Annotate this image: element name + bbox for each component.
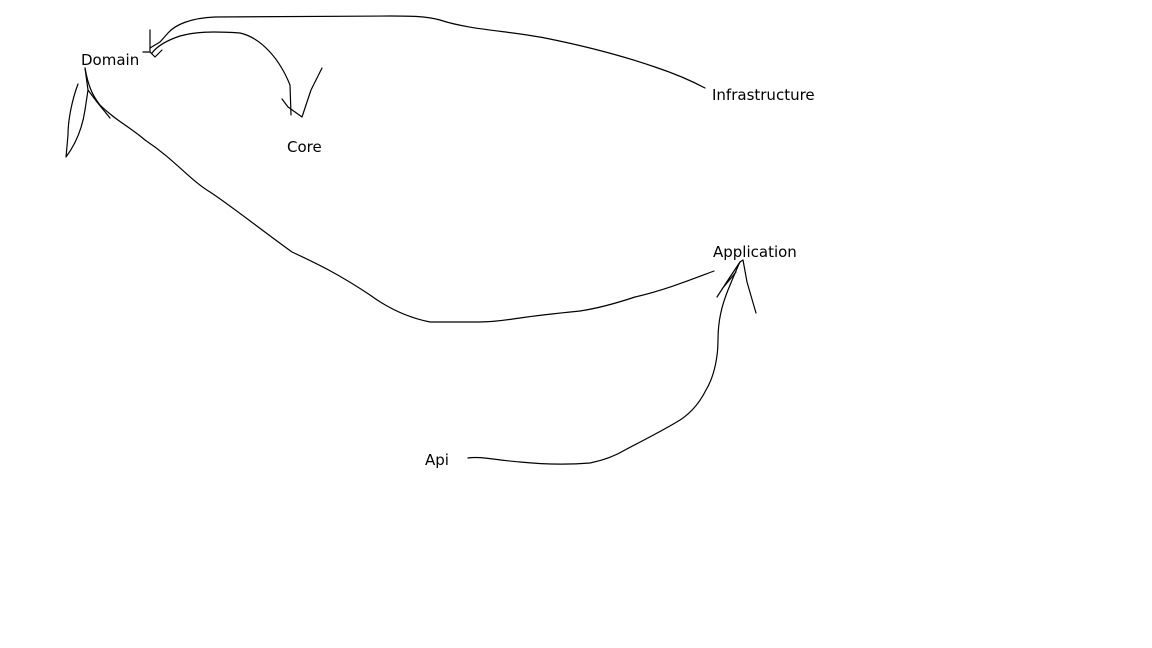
node-label-application: Application bbox=[713, 243, 797, 261]
edge-domain-to-core bbox=[151, 31, 292, 116]
node-label-infrastructure: Infrastructure bbox=[712, 86, 815, 104]
node-label-api: Api bbox=[425, 451, 449, 469]
arrowhead-domain-top bbox=[142, 29, 163, 58]
node-label-core: Core bbox=[287, 138, 322, 156]
edge-infrastructure-to-domain bbox=[149, 15, 706, 89]
node-label-domain: Domain bbox=[81, 51, 140, 69]
edge-api-to-application bbox=[467, 261, 741, 465]
arrowhead-core bbox=[281, 67, 323, 118]
edge-application-to-domain bbox=[84, 67, 715, 323]
arrowhead-domain-left bbox=[65, 67, 111, 158]
arrowhead-application bbox=[716, 259, 757, 314]
